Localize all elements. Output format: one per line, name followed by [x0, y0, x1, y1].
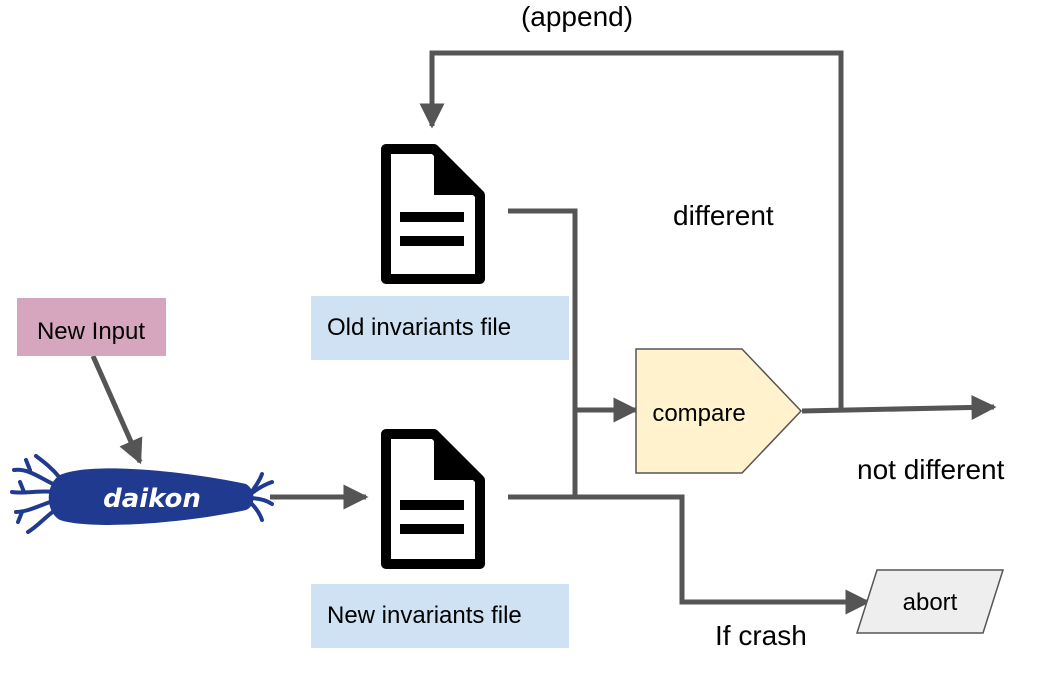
edge-different-append-loop	[419, 50, 844, 410]
if-crash-label: If crash	[715, 620, 807, 651]
abort-node: abort	[855, 569, 1005, 634]
abort-shape	[855, 569, 1005, 634]
new-invariants-label: New invariants file	[327, 602, 522, 629]
new-input-label: New Input	[37, 318, 145, 345]
new-invariants-node: New invariants file	[311, 429, 569, 648]
connectors	[90, 50, 997, 615]
abort-label: abort	[903, 589, 958, 616]
old-invariants-label: Old invariants file	[327, 314, 511, 341]
document-icon	[381, 429, 485, 569]
not-different-label: not different	[857, 454, 1005, 485]
compare-label: compare	[652, 400, 745, 427]
new-input-node: New Input	[17, 298, 166, 356]
append-label: (append)	[521, 1, 633, 32]
daikon-logo: daikon	[10, 454, 274, 534]
new-invariants-label-box	[311, 584, 569, 648]
edge-if-crash-abort	[575, 494, 871, 615]
document-icon	[381, 144, 485, 284]
edge-old-file-out	[508, 208, 578, 410]
old-invariants-label-box	[311, 296, 569, 360]
compare-node: compare	[635, 348, 803, 474]
old-invariants-node: Old invariants file	[311, 144, 569, 360]
different-label: different	[673, 200, 774, 231]
edge-new-file-out	[508, 397, 639, 500]
daikon-logo-text: daikon	[103, 484, 201, 514]
edge-newinput-to-daikon	[90, 354, 143, 465]
compare-shape	[635, 348, 803, 474]
new-input-box	[17, 298, 166, 356]
edge-compare-not-different	[801, 394, 997, 420]
